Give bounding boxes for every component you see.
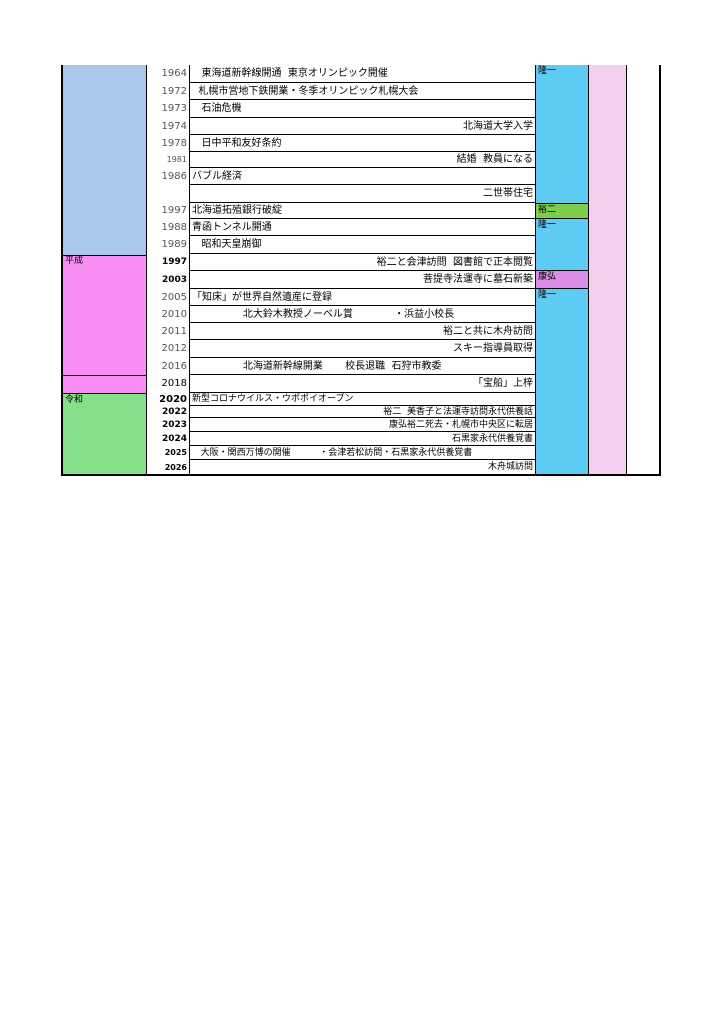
year-cell: 1997 — [161, 257, 187, 267]
border-era — [146, 65, 147, 476]
event-cell: 昭和天皇崩御 — [190, 236, 535, 254]
border-year — [189, 65, 190, 476]
person-yuji-label: 裕二 — [538, 205, 557, 215]
year-cell: 2012 — [161, 343, 187, 354]
year-cell: 2016 — [161, 361, 187, 372]
person-ryuichi-label-1: 隆一 — [538, 66, 557, 76]
era-heisei-cell: 平成 — [62, 255, 146, 393]
person-ryuichi-cell-2: 隆一 — [535, 219, 588, 270]
person-ryuichi-label-2: 隆一 — [538, 220, 557, 230]
year-cell: 2010 — [161, 309, 187, 320]
year-cell: 1973 — [161, 103, 187, 114]
year-cell: 2026 — [164, 463, 187, 472]
year-cell: 1989 — [161, 239, 187, 250]
year-cell: 1988 — [161, 222, 187, 233]
border-era-split — [62, 255, 146, 256]
year-cell: 2023 — [161, 420, 187, 430]
event-cell: 康弘裕二死去・札幌市中央区に転居 — [190, 418, 535, 432]
era-heisei-label: 平成 — [65, 256, 84, 266]
border-right — [659, 65, 661, 476]
event-cell: 日中平和友好条約 — [190, 135, 535, 152]
era-reiwa-label: 令和 — [65, 395, 84, 405]
year-cell: 2018 — [161, 378, 187, 389]
year-cell: 1974 — [161, 121, 187, 132]
event-cell: 裕二 美香子と法運寺訪問永代供養話 — [190, 406, 535, 418]
event-cell: 新型コロナウイルス・ウポポイオープン — [190, 393, 535, 406]
event-cell: 石油危機 — [190, 100, 535, 118]
event-cell: 北海道大学入学 — [190, 118, 535, 135]
person-ryuichi-label-3: 隆一 — [538, 290, 557, 300]
event-cell: 結婚 教員になる — [190, 152, 535, 168]
event-cell: 北海道拓殖銀行破綻 — [190, 203, 535, 219]
year-cell: 1964 — [161, 68, 187, 79]
person-yuji-cell: 裕二 — [535, 203, 588, 219]
event-cell: 「知床」が世界自然遺産に登録 — [190, 289, 535, 306]
person-yasuhiro-label: 康弘 — [538, 272, 557, 282]
year-cell: 1997 — [161, 205, 187, 216]
year-cell: 2020 — [159, 394, 187, 405]
border-person — [588, 65, 589, 476]
event-cell: 菩提寺法運寺に墓石新築 — [190, 271, 535, 289]
year-cell: 2005 — [161, 292, 187, 303]
year-cell: 2024 — [161, 434, 187, 444]
event-cell: 青函トンネル開通 — [190, 219, 535, 236]
event-cell: 北大鈴木教授ノーベル賞 ・浜益小校長 — [190, 306, 535, 323]
year-cell: 1972 — [161, 86, 187, 97]
border-bottom — [61, 474, 661, 476]
event-cell: 大阪・関西万博の開催 ・会津若松訪問・石黒家永代供養覚書 — [190, 446, 535, 460]
event-cell: 東海道新幹線開通 東京オリンピック開催 — [190, 65, 535, 83]
era-showa-cell — [62, 65, 146, 255]
border-pink — [626, 65, 627, 476]
event-cell: 北海道新幹線開業 校長退職 石狩市教委 — [190, 358, 535, 375]
person-ryuichi-cell-1: 隆一 — [535, 65, 588, 203]
year-cell: 2025 — [164, 448, 187, 457]
year-cell: 1978 — [161, 138, 187, 149]
border-left — [61, 65, 63, 476]
era-reiwa-cell: 令和 — [62, 393, 146, 475]
year-cell — [147, 185, 189, 203]
person-ryuichi-cell-3: 隆一 — [535, 289, 588, 475]
era-heisei-sub-cell — [62, 375, 146, 393]
event-cell: スキー指導員取得 — [190, 340, 535, 358]
event-cell: 「宝船」上梓 — [190, 375, 535, 393]
event-cell: 木舟城訪問 — [190, 460, 535, 475]
person-yasuhiro-cell: 康弘 — [535, 270, 588, 289]
event-cell: 裕二と会津訪問 図書館で正本閲覧 — [190, 254, 535, 271]
event-cell: 裕二と共に木舟訪問 — [190, 323, 535, 340]
pink-column — [589, 65, 626, 475]
event-cell: バブル経済 — [190, 168, 535, 185]
event-cell: 石黒家永代供養覚書 — [190, 432, 535, 446]
border-event — [535, 65, 536, 476]
year-cell: 2003 — [161, 275, 187, 285]
year-cell: 1981 — [166, 155, 187, 164]
event-cell: 札幌市営地下鉄開業・冬季オリンピック札幌大会 — [190, 83, 535, 100]
year-cell: 2011 — [161, 326, 187, 337]
year-cell: 1986 — [161, 171, 187, 182]
year-cell: 2022 — [161, 407, 187, 417]
event-cell: 二世帯住宅 — [190, 185, 535, 203]
